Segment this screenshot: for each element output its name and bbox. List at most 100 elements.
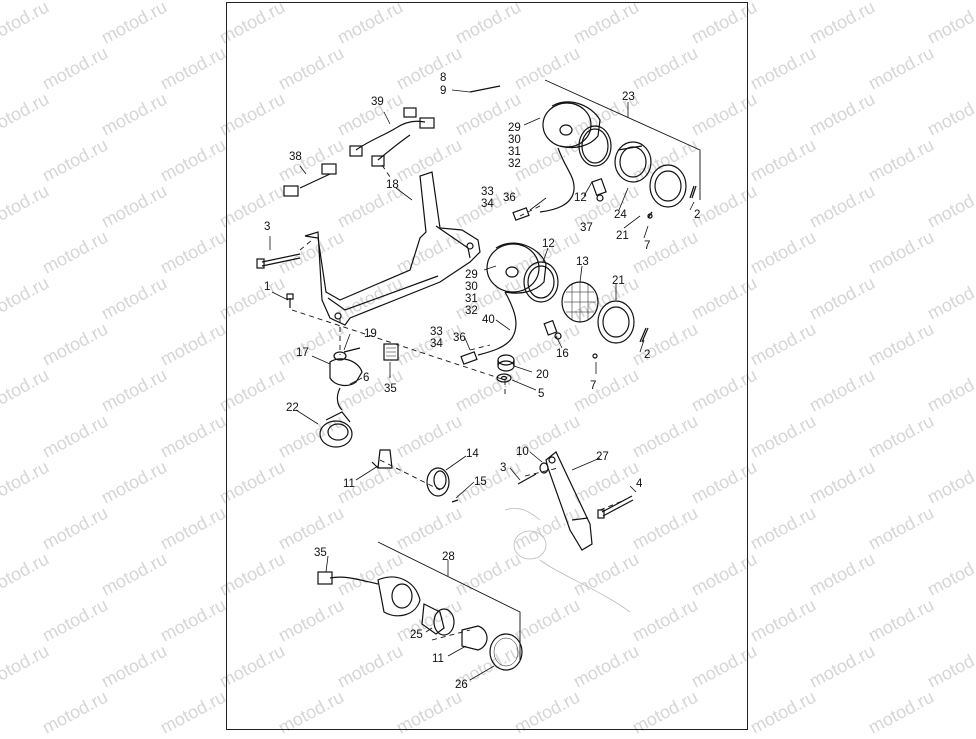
clamp-22	[319, 411, 353, 448]
upper-lamp-housing	[539, 101, 601, 213]
assembly-guide-lines	[291, 164, 626, 641]
callout-31-upper: 31	[508, 146, 521, 158]
pin-8-9	[469, 85, 501, 93]
callout-24: 24	[614, 209, 627, 221]
callout-35-upper: 35	[384, 383, 397, 395]
callout-21-upper: 21	[616, 230, 629, 242]
callout-15: 15	[474, 476, 487, 488]
callout-32-upper: 32	[508, 158, 521, 170]
callout-32-lower: 32	[465, 305, 478, 317]
lower-bulb-16	[543, 319, 562, 340]
callout-2-upper: 2	[694, 209, 700, 221]
callout-38: 38	[289, 151, 302, 163]
harness-35-lower	[317, 571, 379, 585]
leader-lines	[269, 89, 695, 681]
washer-5	[496, 373, 512, 383]
callout-3-upper: 3	[264, 221, 270, 233]
callout-6: 6	[363, 372, 369, 384]
callout-18: 18	[386, 179, 399, 191]
lower-ring-12-inner	[527, 265, 555, 299]
callout-37: 37	[580, 222, 593, 234]
socket-25	[421, 603, 455, 636]
group-bracket-28	[377, 541, 521, 660]
callout-20: 20	[536, 369, 549, 381]
callout-22: 22	[286, 402, 299, 414]
callout-25: 25	[410, 629, 423, 641]
wire-bracket-19	[333, 347, 361, 361]
lower-lamp-housing	[477, 242, 547, 356]
diagram-frame	[226, 2, 748, 730]
callout-33-lower: 33	[430, 326, 443, 338]
harness-38	[283, 163, 337, 197]
harness-6	[336, 387, 343, 411]
lower-lens-13	[561, 281, 599, 323]
bulb-11-lower	[461, 625, 488, 651]
lower-screw-7	[592, 353, 598, 359]
callout-35-lower: 35	[314, 547, 327, 559]
callout-36-lower: 36	[453, 332, 466, 344]
callout-40: 40	[482, 314, 495, 326]
harness-39	[349, 107, 435, 167]
callout-14: 14	[466, 448, 479, 460]
callout-39: 39	[371, 96, 384, 108]
turn-signal-lens-14	[426, 467, 450, 497]
callout-11-upper: 11	[343, 478, 355, 490]
upper-ring-12	[578, 125, 612, 167]
bolt-3-upper	[256, 253, 301, 269]
fastener-1	[286, 293, 294, 308]
callout-28: 28	[442, 551, 455, 563]
lower-connector-33-34	[460, 351, 478, 365]
upper-trim-ring-21	[649, 164, 687, 208]
bolt-3-lower	[517, 473, 537, 485]
grommet-20	[497, 354, 515, 372]
bolt-4	[597, 495, 634, 519]
callout-16: 16	[556, 348, 569, 360]
washer-10	[539, 462, 549, 474]
group-bracket-23	[544, 79, 701, 200]
lower-ring-12	[523, 261, 559, 303]
callout-34-upper: 34	[481, 198, 494, 210]
turn-signal-bulb-11	[371, 449, 393, 469]
callout-labels: 8 9 39 38 18 3 1 23 29 30 31 32 33 34 36…	[264, 72, 700, 691]
callout-29-upper: 29	[508, 122, 521, 134]
upper-lens-24	[614, 141, 652, 183]
callout-3-lower: 3	[500, 462, 506, 474]
turn-signal-housing-28	[377, 576, 421, 617]
lower-trim-ring-21	[597, 300, 635, 344]
callout-36-upper: 36	[503, 192, 516, 204]
callout-1: 1	[264, 281, 270, 293]
lower-screw-2	[639, 327, 649, 343]
callout-5: 5	[538, 388, 544, 400]
callout-7-lower: 7	[590, 380, 596, 392]
bracket-27	[545, 451, 593, 551]
upper-connector-33-34	[512, 207, 530, 221]
callout-31-lower: 31	[465, 293, 478, 305]
callout-29-lower: 29	[465, 269, 478, 281]
callout-26: 26	[455, 679, 468, 691]
callout-11-lower: 11	[432, 653, 444, 665]
callout-30-upper: 30	[508, 134, 521, 146]
callout-13: 13	[576, 256, 589, 268]
callout-30-lower: 30	[465, 281, 478, 293]
callout-8: 8	[440, 72, 446, 84]
callout-4: 4	[636, 478, 643, 490]
callout-12-upper: 12	[574, 192, 587, 204]
callout-33-upper: 33	[481, 186, 494, 198]
callout-12-lower: 12	[542, 238, 555, 250]
upper-screw-2	[689, 185, 697, 199]
callout-21-lower: 21	[612, 275, 625, 287]
lens-26	[489, 633, 523, 671]
connector-35	[383, 343, 399, 361]
callout-34-lower: 34	[430, 338, 443, 350]
upper-screw-7	[647, 211, 653, 219]
turn-signal-mount-17	[329, 358, 363, 387]
callout-27: 27	[596, 451, 609, 463]
screw-15	[451, 499, 459, 503]
faint-part-outline	[504, 507, 631, 613]
upper-ring-12-inner	[581, 128, 609, 164]
mounting-bracket-18	[304, 171, 481, 326]
callout-19: 19	[364, 328, 377, 340]
callout-23: 23	[622, 91, 635, 103]
